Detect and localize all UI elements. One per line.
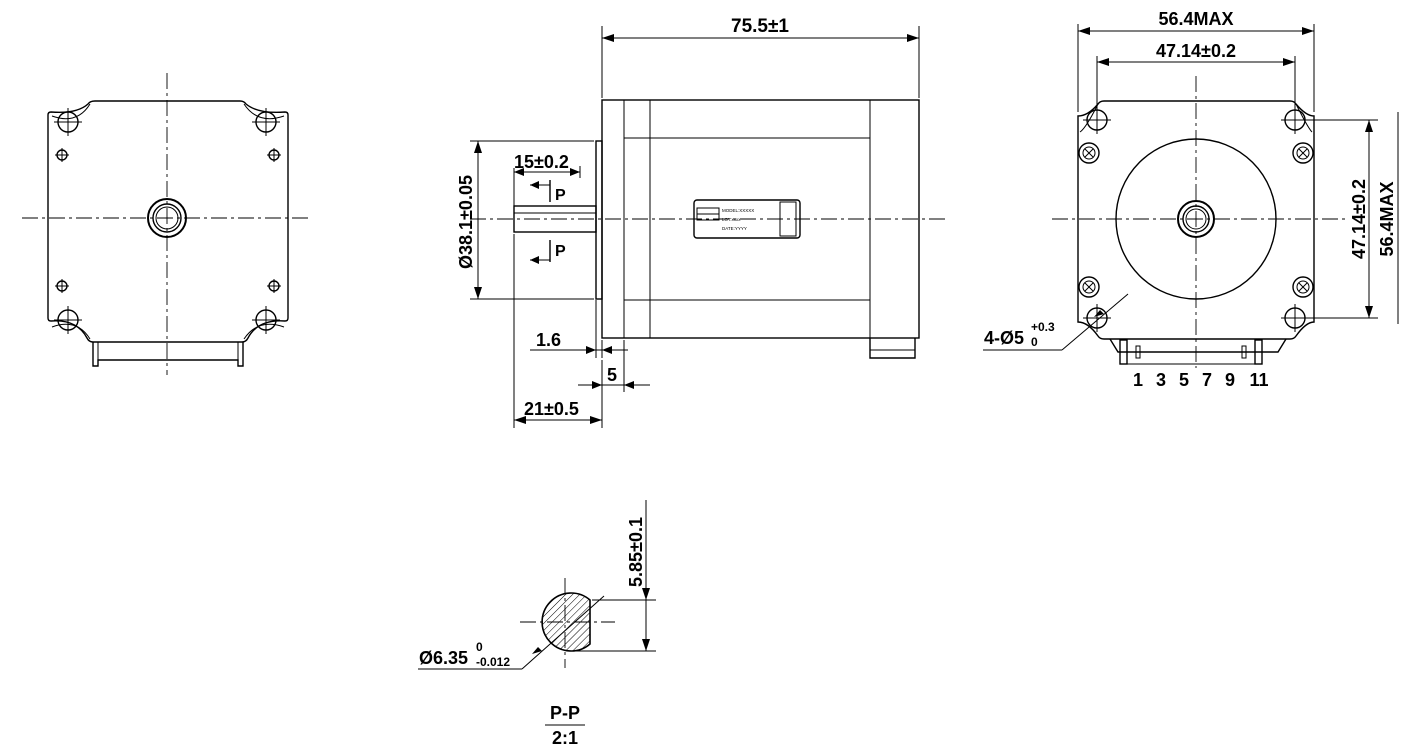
shaft-section: [541, 592, 591, 652]
dim-overall-length: 75.5±1: [601, 16, 920, 98]
pin-number: 7: [1202, 370, 1212, 390]
pin-number: 3: [1156, 370, 1166, 390]
dim-boss-step: 5: [578, 340, 650, 392]
dim-hole-pitch-vertical: 47.14±0.2: [1308, 119, 1378, 319]
section-label: P: [555, 187, 566, 204]
pin-number: 5: [1179, 370, 1189, 390]
svg-text:Ø6.35: Ø6.35: [419, 648, 468, 668]
svg-text:21±0.5: 21±0.5: [524, 399, 579, 419]
svg-text:56.4MAX: 56.4MAX: [1377, 181, 1397, 256]
side-view: MODEL:XXXXX LOT:xxxx DATE:YYYY P P 75.5±…: [456, 16, 945, 428]
rear-screw-hole: [55, 279, 69, 293]
svg-text:0: 0: [476, 640, 483, 654]
svg-text:-0.012: -0.012: [476, 655, 510, 669]
front-view: 56.4MAX 47.14±0.2 47.14±0.2 56.4MAX: [983, 9, 1399, 390]
svg-text:Ø38.1±0.05: Ø38.1±0.05: [456, 175, 476, 269]
rear-mount-hole: [54, 108, 82, 136]
nameplate-line-1: MODEL:XXXXX: [722, 208, 754, 213]
section-view: 5.85±0.1 Ø6.35 0 -0.012 P-P 2:1: [418, 500, 656, 748]
dim-hole-pitch-horizontal: 47.14±0.2: [1096, 41, 1296, 108]
front-screw: [1078, 276, 1100, 298]
section-marker-bottom: P: [530, 240, 566, 264]
svg-text:47.14±0.2: 47.14±0.2: [1156, 41, 1236, 61]
svg-text:P-P: P-P: [550, 703, 580, 723]
mount-hole-callout: 4-Ø5 +0.3 0: [983, 293, 1129, 351]
rear-mount-hole: [54, 306, 82, 334]
section-label: P: [555, 243, 566, 260]
front-connector: [1119, 339, 1263, 365]
dim-flange-thickness: 1.6: [530, 300, 628, 358]
front-screw: [1078, 142, 1100, 164]
dim-flat-depth: 5.85±0.1: [570, 500, 656, 652]
shaft: [513, 205, 597, 233]
front-screw: [1292, 276, 1314, 298]
front-mount-hole: [1083, 106, 1111, 134]
svg-text:0: 0: [1031, 335, 1038, 349]
pin-numbers: 1 3 5 7 9 11: [1133, 370, 1269, 390]
rear-mount-hole: [252, 306, 280, 334]
svg-text:5: 5: [607, 365, 617, 385]
nameplate-line-2: LOT:xxxx: [722, 217, 741, 222]
section-title: P-P 2:1: [545, 703, 585, 748]
side-connector: [869, 338, 916, 359]
dim-pilot-diameter: Ø38.1±0.05: [456, 140, 594, 300]
svg-text:5.85±0.1: 5.85±0.1: [626, 517, 646, 587]
svg-text:56.4MAX: 56.4MAX: [1158, 9, 1233, 29]
pin-number: 1: [1133, 370, 1143, 390]
svg-text:2:1: 2:1: [552, 728, 578, 748]
rear-screw-hole: [55, 148, 69, 162]
dim-shaft-length: 21±0.5: [513, 234, 603, 428]
rear-view: [22, 73, 312, 375]
rear-screw-hole: [267, 279, 281, 293]
pin-number: 9: [1225, 370, 1235, 390]
svg-text:4-Ø5: 4-Ø5: [984, 328, 1024, 348]
pin-number: 11: [1249, 370, 1268, 390]
rear-view-outline: [47, 100, 289, 343]
rear-screw-hole: [267, 148, 281, 162]
dim-keyway-length: 15±0.2: [513, 152, 581, 206]
front-screw: [1292, 142, 1314, 164]
shaft-diameter-callout: Ø6.35 0 -0.012: [418, 595, 605, 670]
nameplate-line-3: DATE:YYYY: [722, 226, 747, 231]
pilot-boss: [595, 140, 603, 300]
front-view-outline: [1077, 100, 1315, 340]
svg-text:47.14±0.2: 47.14±0.2: [1349, 179, 1369, 259]
svg-text:+0.3: +0.3: [1031, 320, 1055, 334]
section-marker-top: P: [530, 180, 566, 204]
front-mount-hole: [1083, 304, 1111, 332]
front-mount-hole: [1281, 304, 1309, 332]
svg-text:15±0.2: 15±0.2: [514, 152, 569, 172]
svg-text:75.5±1: 75.5±1: [731, 16, 789, 37]
front-mount-hole: [1281, 106, 1309, 134]
dim-body-width: 56.4MAX: [1077, 9, 1315, 112]
svg-text:1.6: 1.6: [536, 330, 561, 350]
dim-body-height: 56.4MAX: [1377, 112, 1399, 324]
rear-mount-hole: [252, 108, 280, 136]
rear-connector: [92, 342, 244, 367]
